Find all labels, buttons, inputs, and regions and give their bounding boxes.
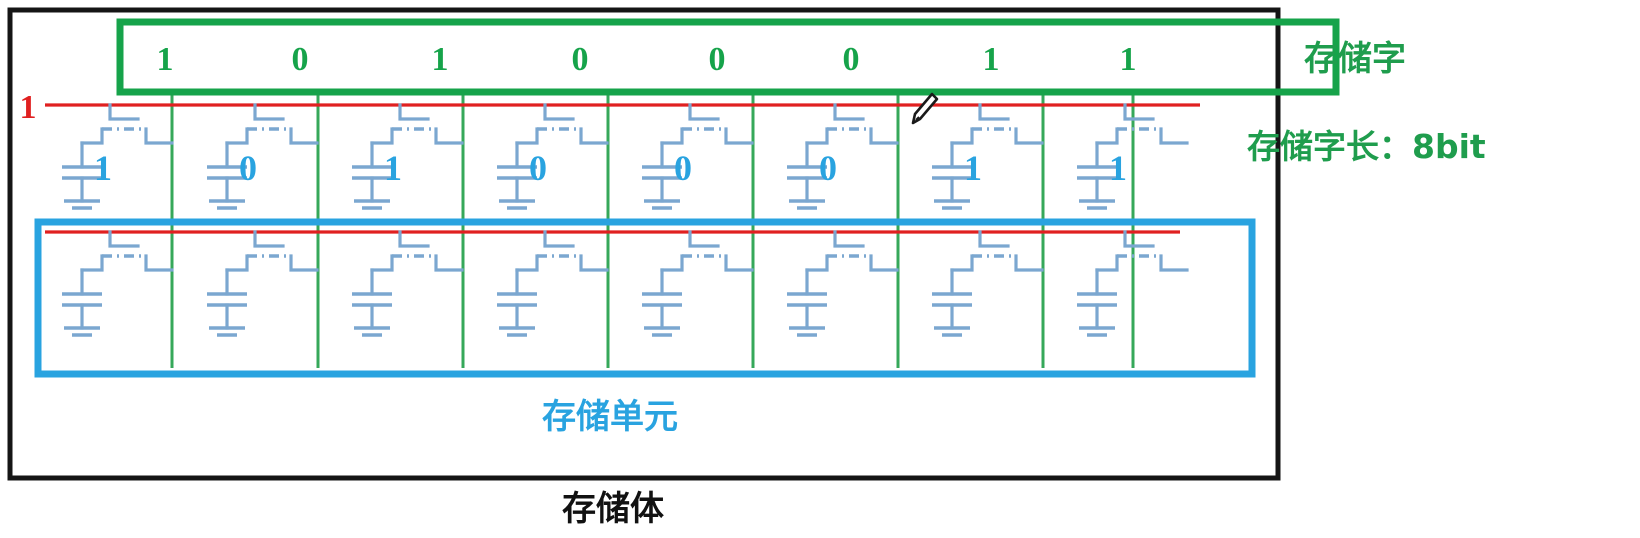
word-bit-4: 0 xyxy=(709,41,726,78)
memory-row-2 xyxy=(45,230,1189,337)
cell-value-7: 1 xyxy=(1109,148,1127,188)
word-length-label: 存储字长：8bit xyxy=(1247,127,1486,166)
cell-value-4: 0 xyxy=(674,148,692,188)
cell-value-2: 1 xyxy=(384,148,402,188)
word-bit-6: 1 xyxy=(983,41,1000,78)
cell-value-5: 0 xyxy=(819,148,837,188)
bit-lines xyxy=(170,90,1135,368)
word-bit-2: 1 xyxy=(432,41,449,78)
word-bit-5: 0 xyxy=(843,41,860,78)
memory-bank-label: 存储体 xyxy=(562,489,664,529)
word-bit-0: 1 xyxy=(157,41,174,78)
cell-value-0: 1 xyxy=(94,148,112,188)
memory-word-bits: 1 0 1 0 0 0 1 1 xyxy=(157,41,1137,78)
memory-word-box xyxy=(116,18,1340,96)
row-1-cell-values: 1 0 1 0 0 0 1 1 xyxy=(94,148,1127,188)
cell-value-3: 0 xyxy=(529,148,547,188)
memory-bank-frame xyxy=(7,7,1281,481)
cell-value-1: 0 xyxy=(239,148,257,188)
pen-cursor xyxy=(911,92,939,125)
memory-row-1 xyxy=(45,103,1200,210)
word-bit-1: 0 xyxy=(292,41,309,78)
cell-value-6: 1 xyxy=(964,148,982,188)
memory-word-label: 存储字 xyxy=(1304,39,1406,79)
row-select-label: 1 xyxy=(20,89,37,126)
word-bit-7: 1 xyxy=(1120,41,1137,78)
storage-cell-label: 存储单元 xyxy=(542,397,678,437)
storage-cell-box xyxy=(34,218,1256,378)
word-bit-3: 0 xyxy=(572,41,589,78)
